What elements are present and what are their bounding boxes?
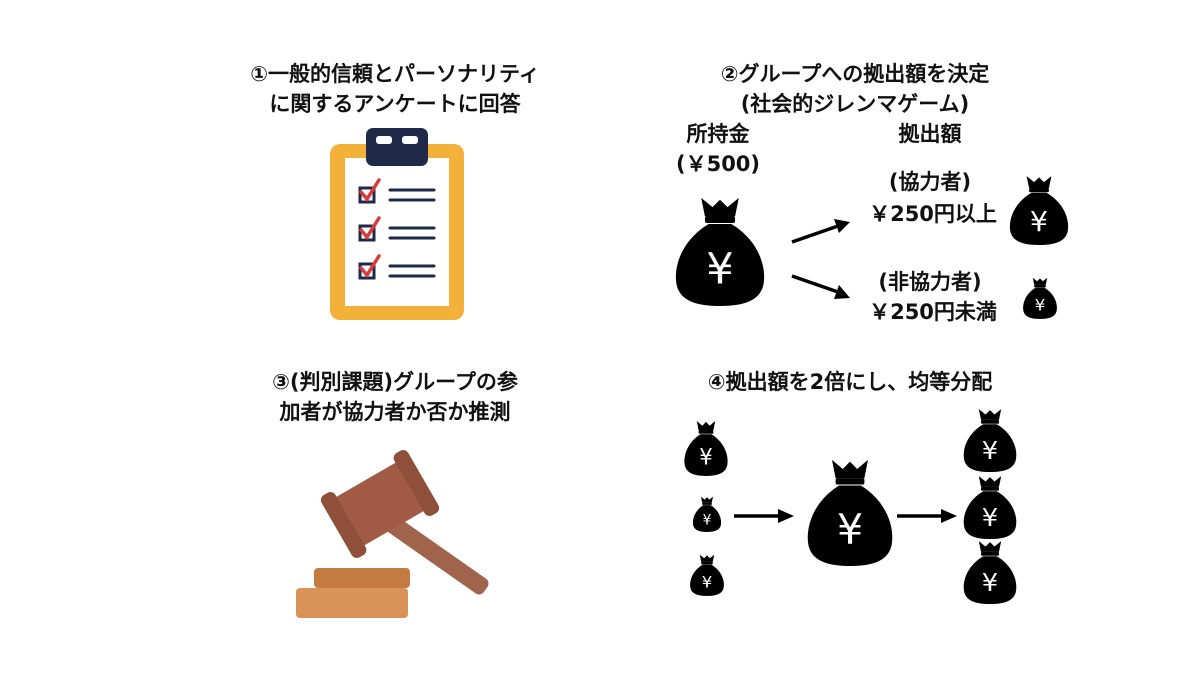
money-bag-output-3-icon: ¥: [962, 540, 1018, 604]
step4-title: ④拠出額を2倍にし、均等分配: [707, 370, 993, 394]
clipboard-checklist-icon: [330, 128, 464, 320]
money-bag-holdings-icon: ¥: [673, 196, 767, 306]
step1-title-line1: ①一般的信頼とパーソナリティ: [250, 62, 540, 86]
step2-title-line1: ②グループへの拠出額を決定: [720, 62, 990, 86]
money-bag-output-1-icon: ¥: [962, 408, 1018, 472]
svg-text:¥: ¥: [1030, 205, 1048, 237]
svg-text:¥: ¥: [982, 435, 998, 465]
money-bag-input-3-icon: ¥: [689, 554, 725, 596]
svg-text:¥: ¥: [703, 513, 712, 529]
money-bag-input-1-icon: ¥: [683, 420, 729, 476]
svg-text:¥: ¥: [702, 573, 713, 592]
svg-text:¥: ¥: [706, 245, 734, 295]
arrow-to-distribution-icon: [897, 509, 957, 523]
arrow-to-pool-icon: [734, 509, 794, 523]
money-bag-noncooperator-icon: ¥: [1022, 277, 1058, 319]
step3-title-line2: 加者が協力者か否か推測: [279, 400, 511, 424]
money-bag-input-2-icon: ¥: [692, 496, 722, 532]
money-bag-pool-icon: ¥: [805, 458, 895, 566]
step1-title-line2: に関するアンケートに回答: [269, 92, 521, 116]
cooperator-value: ￥250円以上: [869, 202, 997, 226]
svg-text:¥: ¥: [982, 502, 998, 532]
money-bag-cooperator-icon: ¥: [1008, 175, 1070, 245]
holdings-label: 所持金: [686, 122, 750, 146]
arrow-to-noncooperator-icon: [791, 274, 850, 299]
noncooperator-value: ￥250円未満: [869, 300, 997, 324]
money-bag-output-2-icon: ¥: [962, 475, 1018, 539]
step3-title-line1: ③(判別課題)グループの参: [272, 370, 518, 394]
contribution-label: 拠出額: [898, 122, 962, 146]
cooperator-label: (協力者): [888, 170, 972, 194]
gavel-icon: [296, 450, 489, 618]
svg-text:¥: ¥: [837, 505, 863, 554]
svg-text:¥: ¥: [1035, 296, 1046, 315]
holdings-value: (￥500): [675, 152, 761, 176]
step2-title-line2: (社会的ジレンマゲーム): [740, 92, 970, 116]
svg-text:¥: ¥: [982, 567, 998, 597]
noncooperator-label: (非協力者): [878, 270, 982, 294]
svg-text:¥: ¥: [699, 445, 712, 470]
arrow-to-cooperator-icon: [791, 219, 850, 244]
